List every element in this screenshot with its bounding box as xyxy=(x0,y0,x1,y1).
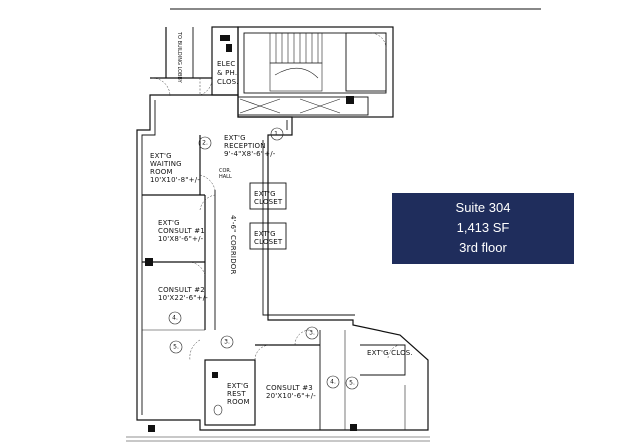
waiting-label-4: 10'X10'-8"+/- xyxy=(150,176,200,184)
suite-area: 1,413 SF xyxy=(456,220,510,235)
reception-label-3: 9'-4"X8'-6"+/- xyxy=(224,150,276,158)
to-lobby-label: TO BUILDING LOBBY xyxy=(176,31,182,84)
restroom-label-3: ROOM xyxy=(227,398,250,406)
suite-info-box: Suite 304 1,413 SF 3rd floor xyxy=(392,193,574,264)
column-marker xyxy=(346,96,354,104)
marker-2: 2. xyxy=(202,140,208,147)
stair-core xyxy=(237,26,394,118)
consult1-label-3: 10'X8'-6"+/- xyxy=(158,235,204,243)
cor-hall-label-2: HALL xyxy=(219,174,232,180)
marker-5a: 5. xyxy=(173,344,179,351)
reception-label-1: EXT'G xyxy=(224,134,246,142)
consult1-label-1: EXT'G xyxy=(158,219,180,227)
elec-closet-label-1: ELEC xyxy=(217,60,235,68)
closet-b-label-1: EXT'G xyxy=(254,230,276,238)
suite-floor: 3rd floor xyxy=(459,240,507,255)
elec-closet: ELEC & PH. CLOS. xyxy=(211,26,239,96)
elec-closet-label-2: & PH. xyxy=(217,69,237,77)
room-labels: EXT'G RECEPTION 9'-4"X8'-6"+/- EXT'G WAI… xyxy=(150,134,413,406)
marker-3a: 3. xyxy=(224,339,230,346)
marker-4a: 4. xyxy=(172,315,178,322)
lobby-passage: TO BUILDING LOBBY xyxy=(150,27,213,97)
restroom-label-1: EXT'G xyxy=(227,382,249,390)
waiting-label-2: WAITING xyxy=(150,160,182,168)
consult3-label-1: CONSULT #3 xyxy=(266,384,313,392)
waiting-label-1: EXT'G xyxy=(150,152,172,160)
interior-walls xyxy=(126,135,430,442)
suite-number: Suite 304 xyxy=(455,200,511,215)
marker-4b: 4. xyxy=(330,379,336,386)
cor-hall-label-1: COR. xyxy=(219,168,232,174)
consult2-label-1: CONSULT #2 xyxy=(158,286,205,294)
ext-clos-label: EXT'G CLOS. xyxy=(367,349,413,357)
elec-closet-label-3: CLOS. xyxy=(217,78,239,86)
closet-a-label-1: EXT'G xyxy=(254,190,276,198)
restroom-label-2: REST xyxy=(227,390,246,398)
waiting-label-3: ROOM xyxy=(150,168,173,176)
consult3-label-2: 20'X10'-6"+/- xyxy=(266,392,316,400)
marker-5b: 5. xyxy=(349,380,355,387)
consult2-label-2: 10'X22'-6"+/- xyxy=(158,294,208,302)
reception-label-2: RECEPTION xyxy=(224,142,266,150)
consult1-label-2: CONSULT #1 xyxy=(158,227,205,235)
suite-outline xyxy=(136,94,429,431)
keynote-markers: 1. 2. 3. 3. 4. 4. 5. 5. xyxy=(168,127,359,390)
marker-3b: 3. xyxy=(309,330,315,337)
closet-b-label-2: CLOSET xyxy=(254,238,283,246)
corridor-label: 4'-6" CORRIDOR xyxy=(229,215,237,275)
marker-1: 1. xyxy=(274,131,280,138)
closet-a-label-2: CLOSET xyxy=(254,198,283,206)
